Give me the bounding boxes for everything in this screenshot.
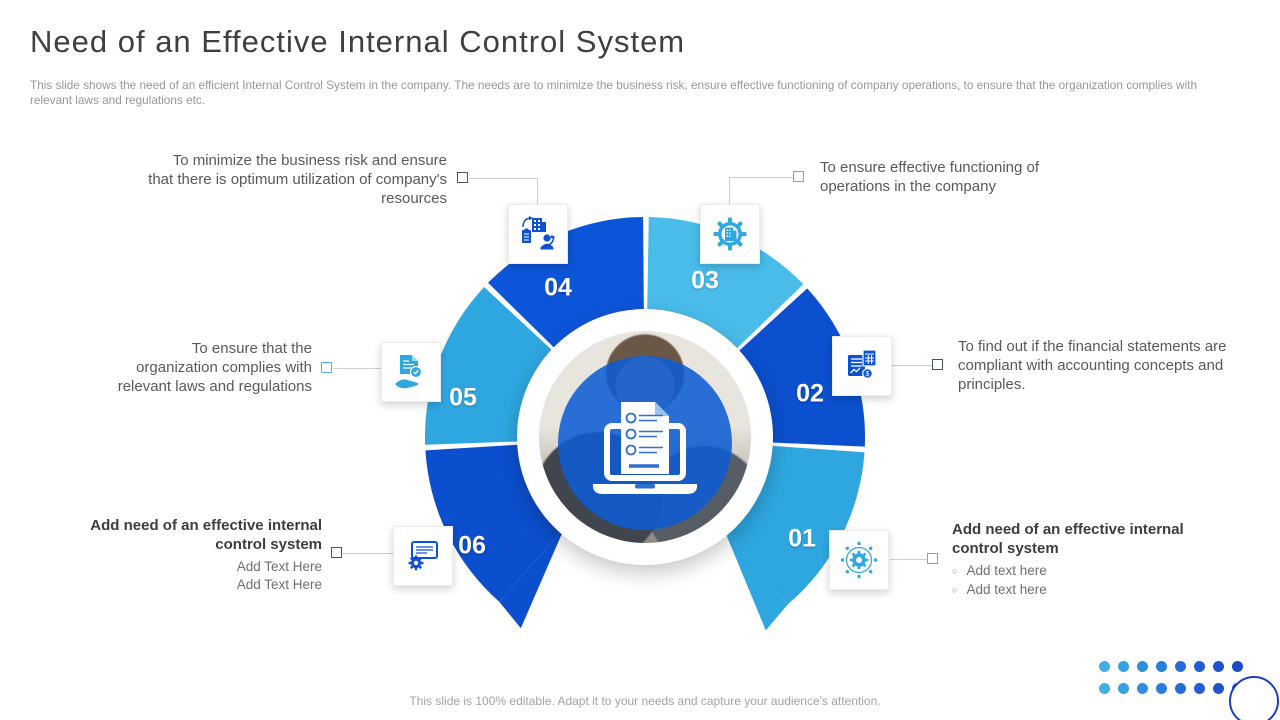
callout-top-left: To minimize the business risk and ensure…: [148, 152, 447, 207]
dot: [1194, 683, 1205, 694]
bullet-text: Add text here: [966, 582, 1047, 597]
connector-line: [890, 559, 927, 560]
connector-square: [331, 547, 342, 558]
dot: [1213, 683, 1224, 694]
dot: [1156, 661, 1167, 672]
dot: [1232, 661, 1243, 672]
page-title: Need of an Effective Internal Control Sy…: [30, 24, 686, 59]
resource-management-icon: [522, 216, 555, 250]
text-placeholder[interactable]: Add Text Here: [236, 559, 322, 574]
decorative-dots: [1099, 661, 1245, 694]
connector-line: [333, 368, 381, 369]
certificate-gear-icon: [408, 541, 438, 571]
icon-box-04: [508, 204, 568, 264]
icon-box-02: $: [832, 336, 892, 396]
dot: [1118, 661, 1129, 672]
callout-mid-left: To ensure that the organization complies…: [117, 340, 312, 395]
connector-square: [457, 172, 468, 183]
connector-line: [729, 177, 730, 205]
slide-description: This slide shows the need of an efficien…: [30, 78, 1197, 107]
dot: [1156, 683, 1167, 694]
dot: [1137, 661, 1148, 672]
connector-square: [793, 171, 804, 182]
segment-number-06: 06: [458, 531, 486, 560]
footer-note: This slide is 100% editable. Adapt it to…: [409, 694, 881, 708]
compliance-document-icon: [395, 355, 423, 389]
bullet-text: Add text here: [966, 563, 1047, 578]
callout-top-right: To ensure effective functioning of opera…: [820, 159, 1040, 195]
gear-network-icon: [840, 541, 878, 579]
circular-ring-diagram: [424, 217, 866, 631]
icon-box-01: [829, 530, 889, 590]
ring-arrow-01: [724, 529, 788, 631]
icon-box-03: [700, 204, 760, 264]
connector-square: [927, 553, 938, 564]
dot: [1118, 683, 1129, 694]
financial-statement-icon: $: [848, 349, 877, 379]
segment-number-03: 03: [691, 266, 719, 295]
connector-line: [537, 178, 538, 205]
callout-bottom-right: Add need of an effective internal contro…: [952, 520, 1192, 600]
segment-number-05: 05: [449, 383, 477, 412]
dot: [1213, 661, 1224, 672]
connector-line: [890, 365, 932, 366]
connector-line: [729, 177, 793, 178]
gear-building-icon: [713, 217, 747, 251]
text-placeholder[interactable]: Add Text Here: [236, 577, 322, 592]
icon-box-05: [381, 342, 441, 402]
connector-line: [343, 553, 393, 554]
svg-text:$: $: [866, 371, 870, 378]
icon-box-06: [393, 526, 453, 586]
text-placeholder[interactable]: Add text here: [952, 562, 1192, 581]
laptop-checklist-icon: [592, 402, 698, 494]
decorative-circle: [1229, 676, 1279, 720]
dot: [1175, 683, 1186, 694]
segment-number-01: 01: [788, 524, 816, 553]
callout-bottom-right-title[interactable]: Add need of an effective internal contro…: [952, 521, 1184, 557]
connector-square: [932, 359, 943, 370]
connector-square: [321, 362, 332, 373]
dot: [1194, 661, 1205, 672]
ring-arrow-06: [499, 528, 565, 629]
segment-number-04: 04: [544, 273, 572, 302]
dot: [1099, 683, 1110, 694]
segment-number-02: 02: [796, 379, 824, 408]
callout-bottom-left: Add need of an effective internal contro…: [62, 516, 322, 594]
dot: [1137, 683, 1148, 694]
callout-mid-right: To find out if the financial statements …: [958, 338, 1227, 393]
text-placeholder[interactable]: Add text here: [952, 581, 1192, 600]
callout-bottom-left-title[interactable]: Add need of an effective internal contro…: [90, 517, 322, 553]
dot: [1099, 661, 1110, 672]
dot: [1175, 661, 1186, 672]
connector-line: [469, 178, 537, 179]
